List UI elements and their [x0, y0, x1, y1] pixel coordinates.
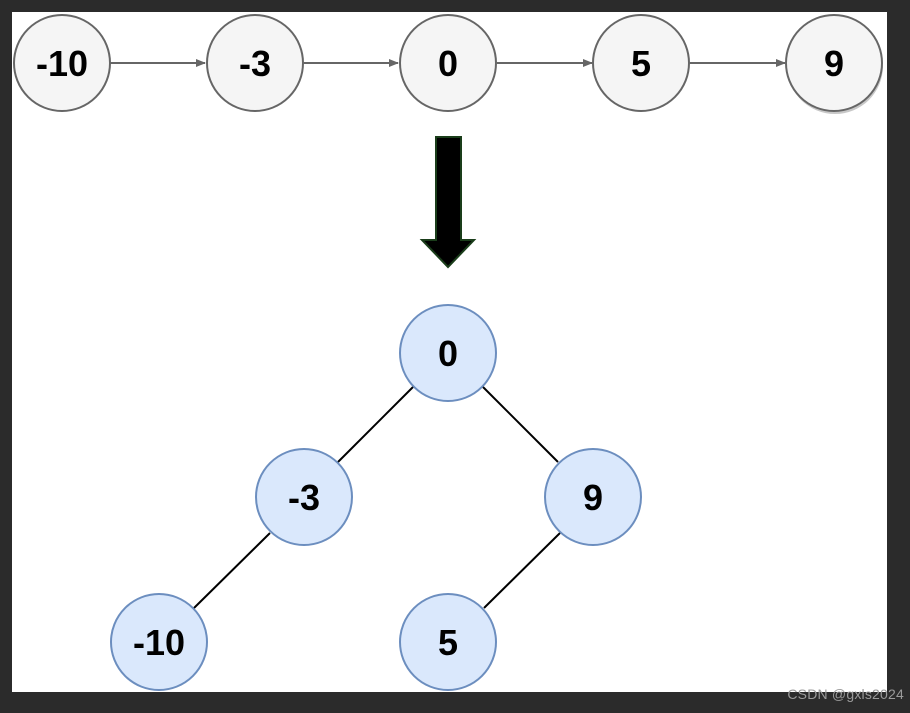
down-arrow-icon — [419, 136, 477, 269]
list-node: 9 — [785, 14, 883, 114]
tree-node-root: 0 — [399, 304, 497, 402]
tree-node-left-left: -10 — [110, 593, 208, 691]
list-node-label: 0 — [438, 43, 458, 84]
tree-node-label: -3 — [288, 477, 320, 518]
tree-edge — [337, 385, 415, 463]
tree-node-right-left: 5 — [399, 593, 497, 691]
tree-edge — [193, 532, 271, 609]
tree-node-right: 9 — [544, 448, 642, 546]
list-node-label: -10 — [36, 43, 88, 84]
tree-node-label: 5 — [438, 622, 458, 663]
watermark: CSDN @gxls2024 — [787, 686, 904, 702]
tree-node-left: -3 — [255, 448, 353, 546]
list-node: 5 — [592, 14, 690, 112]
list-node: -10 — [13, 14, 111, 112]
tree-edge — [483, 532, 561, 609]
list-node-label: 5 — [631, 43, 651, 84]
list-node: 0 — [399, 14, 497, 112]
tree-edge — [481, 385, 559, 463]
list-node-label: -3 — [239, 43, 271, 84]
tree-node-label: -10 — [133, 622, 185, 663]
tree-node-label: 9 — [583, 477, 603, 518]
tree-node-label: 0 — [438, 333, 458, 374]
list-node-label: 9 — [824, 43, 844, 84]
list-node: -3 — [206, 14, 304, 112]
